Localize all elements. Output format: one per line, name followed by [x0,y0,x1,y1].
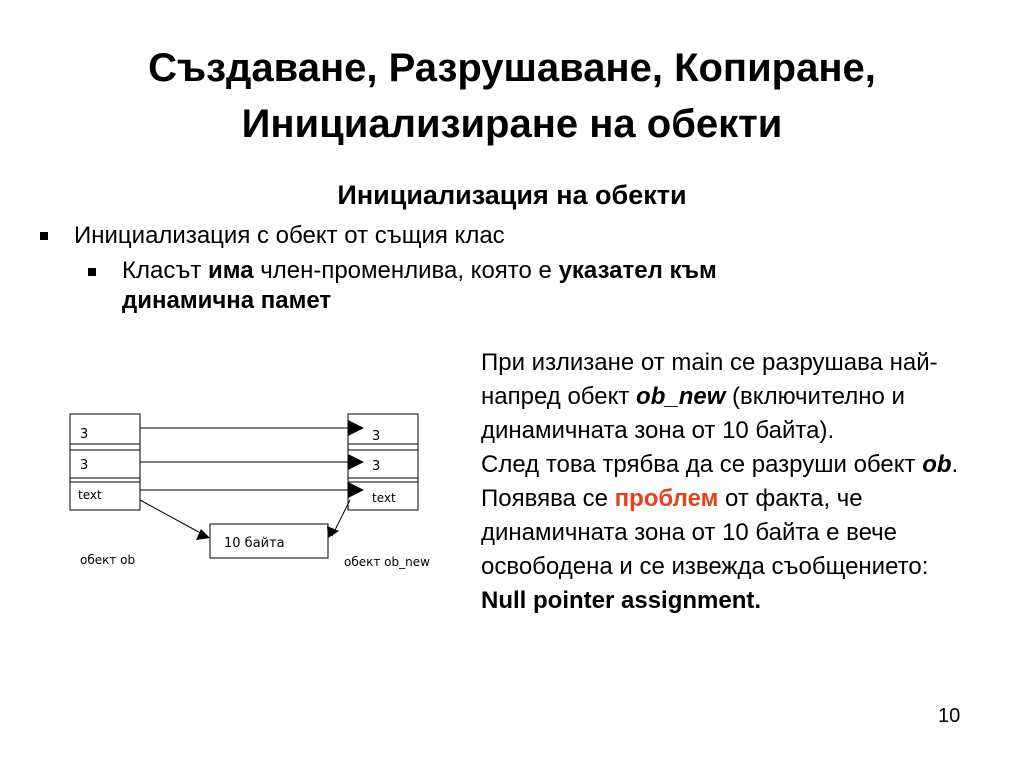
text-part: Появява се [481,485,615,512]
slide-title: Създаване, Разрушаване, Копиране, Инициа… [0,40,1024,152]
error-message: Null pointer assignment. [481,584,1001,618]
square-bullet-icon [40,232,48,240]
arrowhead-icon [348,420,364,436]
right-cell-3: text [372,491,396,505]
arrowhead-icon [327,526,339,538]
null-pointer-message: Null pointer assignment. [481,587,762,614]
bullet-bold-part: указател към динамична памет [122,257,717,314]
object-name-ob: ob [922,451,952,478]
text-part: (включително и динамичната зона от 10 ба… [481,383,905,444]
memory-diagram: 3 3 text 3 3 text 10 байта обект ob обек… [69,413,430,569]
arrowhead-icon [348,482,364,498]
copy-arrows [140,427,352,491]
bullet-bold-part: има [208,257,254,284]
square-bullet-icon [88,268,96,276]
bullet-text-part: член-променлива, която е [253,257,559,284]
text-part: от факта, че динамичната зона от 10 байт… [481,485,929,580]
explanation-text: При излизане от main се разрушава най-на… [481,346,1001,618]
left-cell-2: 3 [80,458,88,473]
problem-highlight: проблем [614,485,719,512]
left-object-label: обект ob [80,553,135,567]
explanation-paragraph-1: При излизане от main се разрушава най-на… [481,346,1001,448]
bullet-text-part: Класът [122,257,208,284]
arrowhead-icon [348,454,364,470]
explanation-paragraph-3: Появява се проблем от факта, че динамичн… [481,482,1001,584]
object-ob-box [69,413,141,511]
memory-block-box [209,523,329,559]
title-line-2: Инициализиране на обекти [241,102,783,146]
right-cell-1: 3 [372,429,380,444]
bullet-level-1-text: Инициализация с обект от същия клас [74,222,505,249]
object-name-ob-new: ob_new [636,383,726,410]
left-cell-1: 3 [80,427,88,442]
text-part: . [951,451,959,478]
explanation-paragraph-2: След това трябва да се разруши обект ob. [481,448,1001,482]
page-number: 10 [938,705,961,727]
text-part: При излизане от main се разрушава най-на… [481,349,938,410]
section-subtitle: Инициализация на обекти [337,180,687,210]
left-cell-3: text [78,488,102,502]
title-line-1: Създаване, Разрушаване, Копиране, [148,46,876,90]
right-cell-2: 3 [372,459,380,474]
memory-block-label: 10 байта [224,536,285,551]
right-object-label: обект ob_new [344,555,430,569]
arrowhead-icon [196,529,210,540]
text-part: След това трябва да се разруши обект [481,451,923,478]
bullet-level-2-text: Класът има член-променлива, която е указ… [122,256,842,316]
